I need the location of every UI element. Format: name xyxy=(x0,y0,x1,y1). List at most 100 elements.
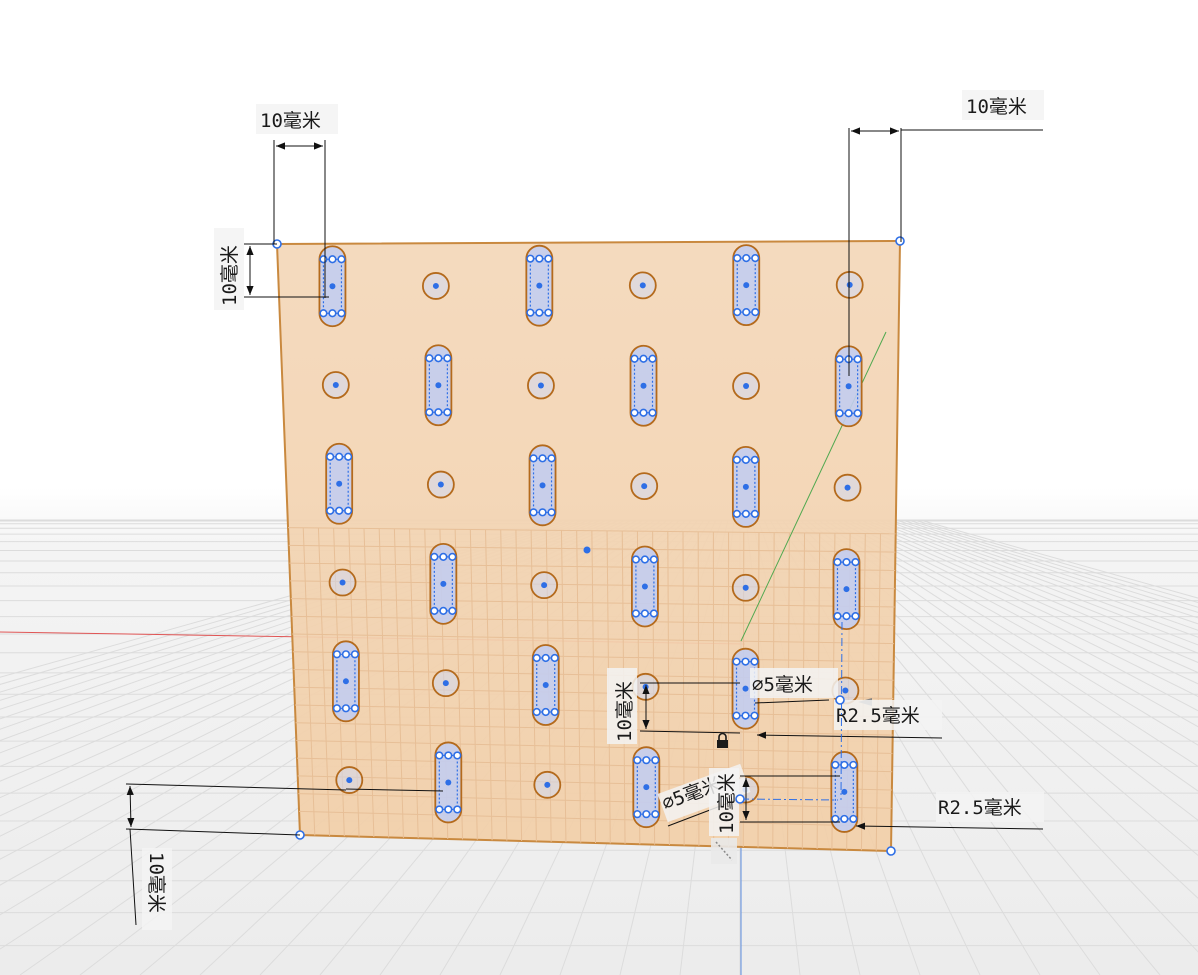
sketch-point[interactable] xyxy=(846,281,853,288)
sketch-point[interactable] xyxy=(631,555,641,564)
sketch-point[interactable] xyxy=(633,810,642,819)
slot-hole[interactable] xyxy=(332,640,360,723)
round-hole[interactable] xyxy=(732,372,760,400)
sketch-point[interactable] xyxy=(742,308,751,317)
sketch-point[interactable] xyxy=(842,611,851,621)
sketch-point[interactable] xyxy=(742,254,751,263)
sketch-point[interactable] xyxy=(326,506,335,515)
sketch-point[interactable] xyxy=(743,282,750,289)
sketch-point[interactable] xyxy=(335,452,344,461)
sketch-point[interactable] xyxy=(750,711,759,720)
sketch-point[interactable] xyxy=(529,508,538,517)
sketch-point[interactable] xyxy=(851,611,860,621)
sketch-point[interactable] xyxy=(337,309,346,318)
sketch-point[interactable] xyxy=(434,408,443,417)
sketch-point[interactable] xyxy=(641,583,648,590)
dimension-left-height[interactable]: 10毫米 xyxy=(214,228,329,310)
sketch-point[interactable] xyxy=(544,254,553,263)
round-hole[interactable] xyxy=(527,371,555,400)
sketch-point[interactable] xyxy=(535,254,544,263)
sketch-point[interactable] xyxy=(336,480,343,487)
sketch-point[interactable] xyxy=(631,609,641,618)
slot-hole[interactable] xyxy=(632,746,661,829)
sketch-point[interactable] xyxy=(332,704,342,713)
dimension-center-height[interactable]: 10毫米 xyxy=(607,668,741,744)
sketch-point[interactable] xyxy=(639,282,646,289)
sketch-point[interactable] xyxy=(639,408,648,417)
sketch-point[interactable] xyxy=(640,609,650,618)
slot-hole[interactable] xyxy=(434,741,463,824)
sketch-point[interactable] xyxy=(750,455,759,464)
sketch-point[interactable] xyxy=(430,552,439,561)
sketch-point[interactable] xyxy=(550,707,559,717)
sketch-point[interactable] xyxy=(732,657,741,666)
sketch-point[interactable] xyxy=(319,255,328,264)
slot-hole[interactable] xyxy=(525,244,554,327)
sketch-point[interactable] xyxy=(542,681,549,688)
sketch-point[interactable] xyxy=(544,781,551,788)
sketch-point[interactable] xyxy=(651,810,660,819)
plate-center-point[interactable] xyxy=(583,546,591,554)
sketch-point[interactable] xyxy=(741,657,750,666)
sketch-point[interactable] xyxy=(733,308,742,317)
sketch-point[interactable] xyxy=(851,557,860,567)
sketch-point[interactable] xyxy=(835,355,844,364)
sketch-point[interactable] xyxy=(639,354,648,363)
sketch-point[interactable] xyxy=(344,452,353,461)
round-hole[interactable] xyxy=(421,272,450,300)
sketch-point[interactable] xyxy=(845,383,852,390)
sketch-point[interactable] xyxy=(651,756,660,765)
sketch-point[interactable] xyxy=(430,606,439,615)
sketch-point[interactable] xyxy=(332,381,339,388)
sketch-point[interactable] xyxy=(642,756,651,765)
round-hole[interactable] xyxy=(426,470,455,499)
slot-hole[interactable] xyxy=(830,751,859,833)
sketch-point[interactable] xyxy=(742,584,749,591)
sketch-point[interactable] xyxy=(741,711,750,720)
sketch-point[interactable] xyxy=(641,483,648,490)
sketch-point[interactable] xyxy=(326,452,335,461)
sketch-point[interactable] xyxy=(648,354,657,363)
sketch-point[interactable] xyxy=(835,695,845,705)
sketch-point[interactable] xyxy=(841,788,848,795)
sketch-point[interactable] xyxy=(537,382,544,389)
dimension-radius-upper[interactable]: R2.5毫米 xyxy=(754,698,943,739)
sketch-point[interactable] xyxy=(329,283,336,290)
sketch-point[interactable] xyxy=(732,509,741,518)
round-hole[interactable] xyxy=(321,371,350,399)
sketch-point[interactable] xyxy=(853,409,862,418)
sketch-point[interactable] xyxy=(643,784,650,791)
sketch-point[interactable] xyxy=(849,814,858,824)
sketch-point[interactable] xyxy=(732,711,741,720)
sketch-point[interactable] xyxy=(844,409,853,418)
sketch-point[interactable] xyxy=(840,760,849,770)
sketch-point[interactable] xyxy=(344,506,353,515)
sketch-point[interactable] xyxy=(453,751,462,760)
sketch-point[interactable] xyxy=(853,355,862,364)
round-hole[interactable] xyxy=(530,571,559,600)
sketch-point[interactable] xyxy=(350,650,360,659)
sketch-point[interactable] xyxy=(435,805,444,814)
sketch-point[interactable] xyxy=(328,255,337,264)
sketch-point[interactable] xyxy=(640,382,647,389)
sketch-point[interactable] xyxy=(332,650,342,659)
sketch-point[interactable] xyxy=(444,805,453,814)
slot-hole[interactable] xyxy=(528,444,557,527)
sketch-point[interactable] xyxy=(735,794,745,804)
sketch-point[interactable] xyxy=(532,707,541,717)
sketch-point[interactable] xyxy=(439,552,448,561)
sketch-point[interactable] xyxy=(435,382,442,389)
round-hole[interactable] xyxy=(533,770,562,799)
sketch-point[interactable] xyxy=(842,557,851,567)
sketch-point[interactable] xyxy=(337,255,346,264)
round-hole[interactable] xyxy=(630,472,659,501)
sketch-point[interactable] xyxy=(541,582,548,589)
dimension-lower-height[interactable]: 10毫米 xyxy=(709,621,843,836)
sketch-point[interactable] xyxy=(448,606,457,615)
sketch-point[interactable] xyxy=(539,482,546,489)
sketch-point[interactable] xyxy=(544,308,553,317)
sketch-point[interactable] xyxy=(640,555,650,564)
sketch-point[interactable] xyxy=(435,751,444,760)
sketch-point[interactable] xyxy=(833,611,842,621)
slot-hole[interactable] xyxy=(629,344,658,427)
